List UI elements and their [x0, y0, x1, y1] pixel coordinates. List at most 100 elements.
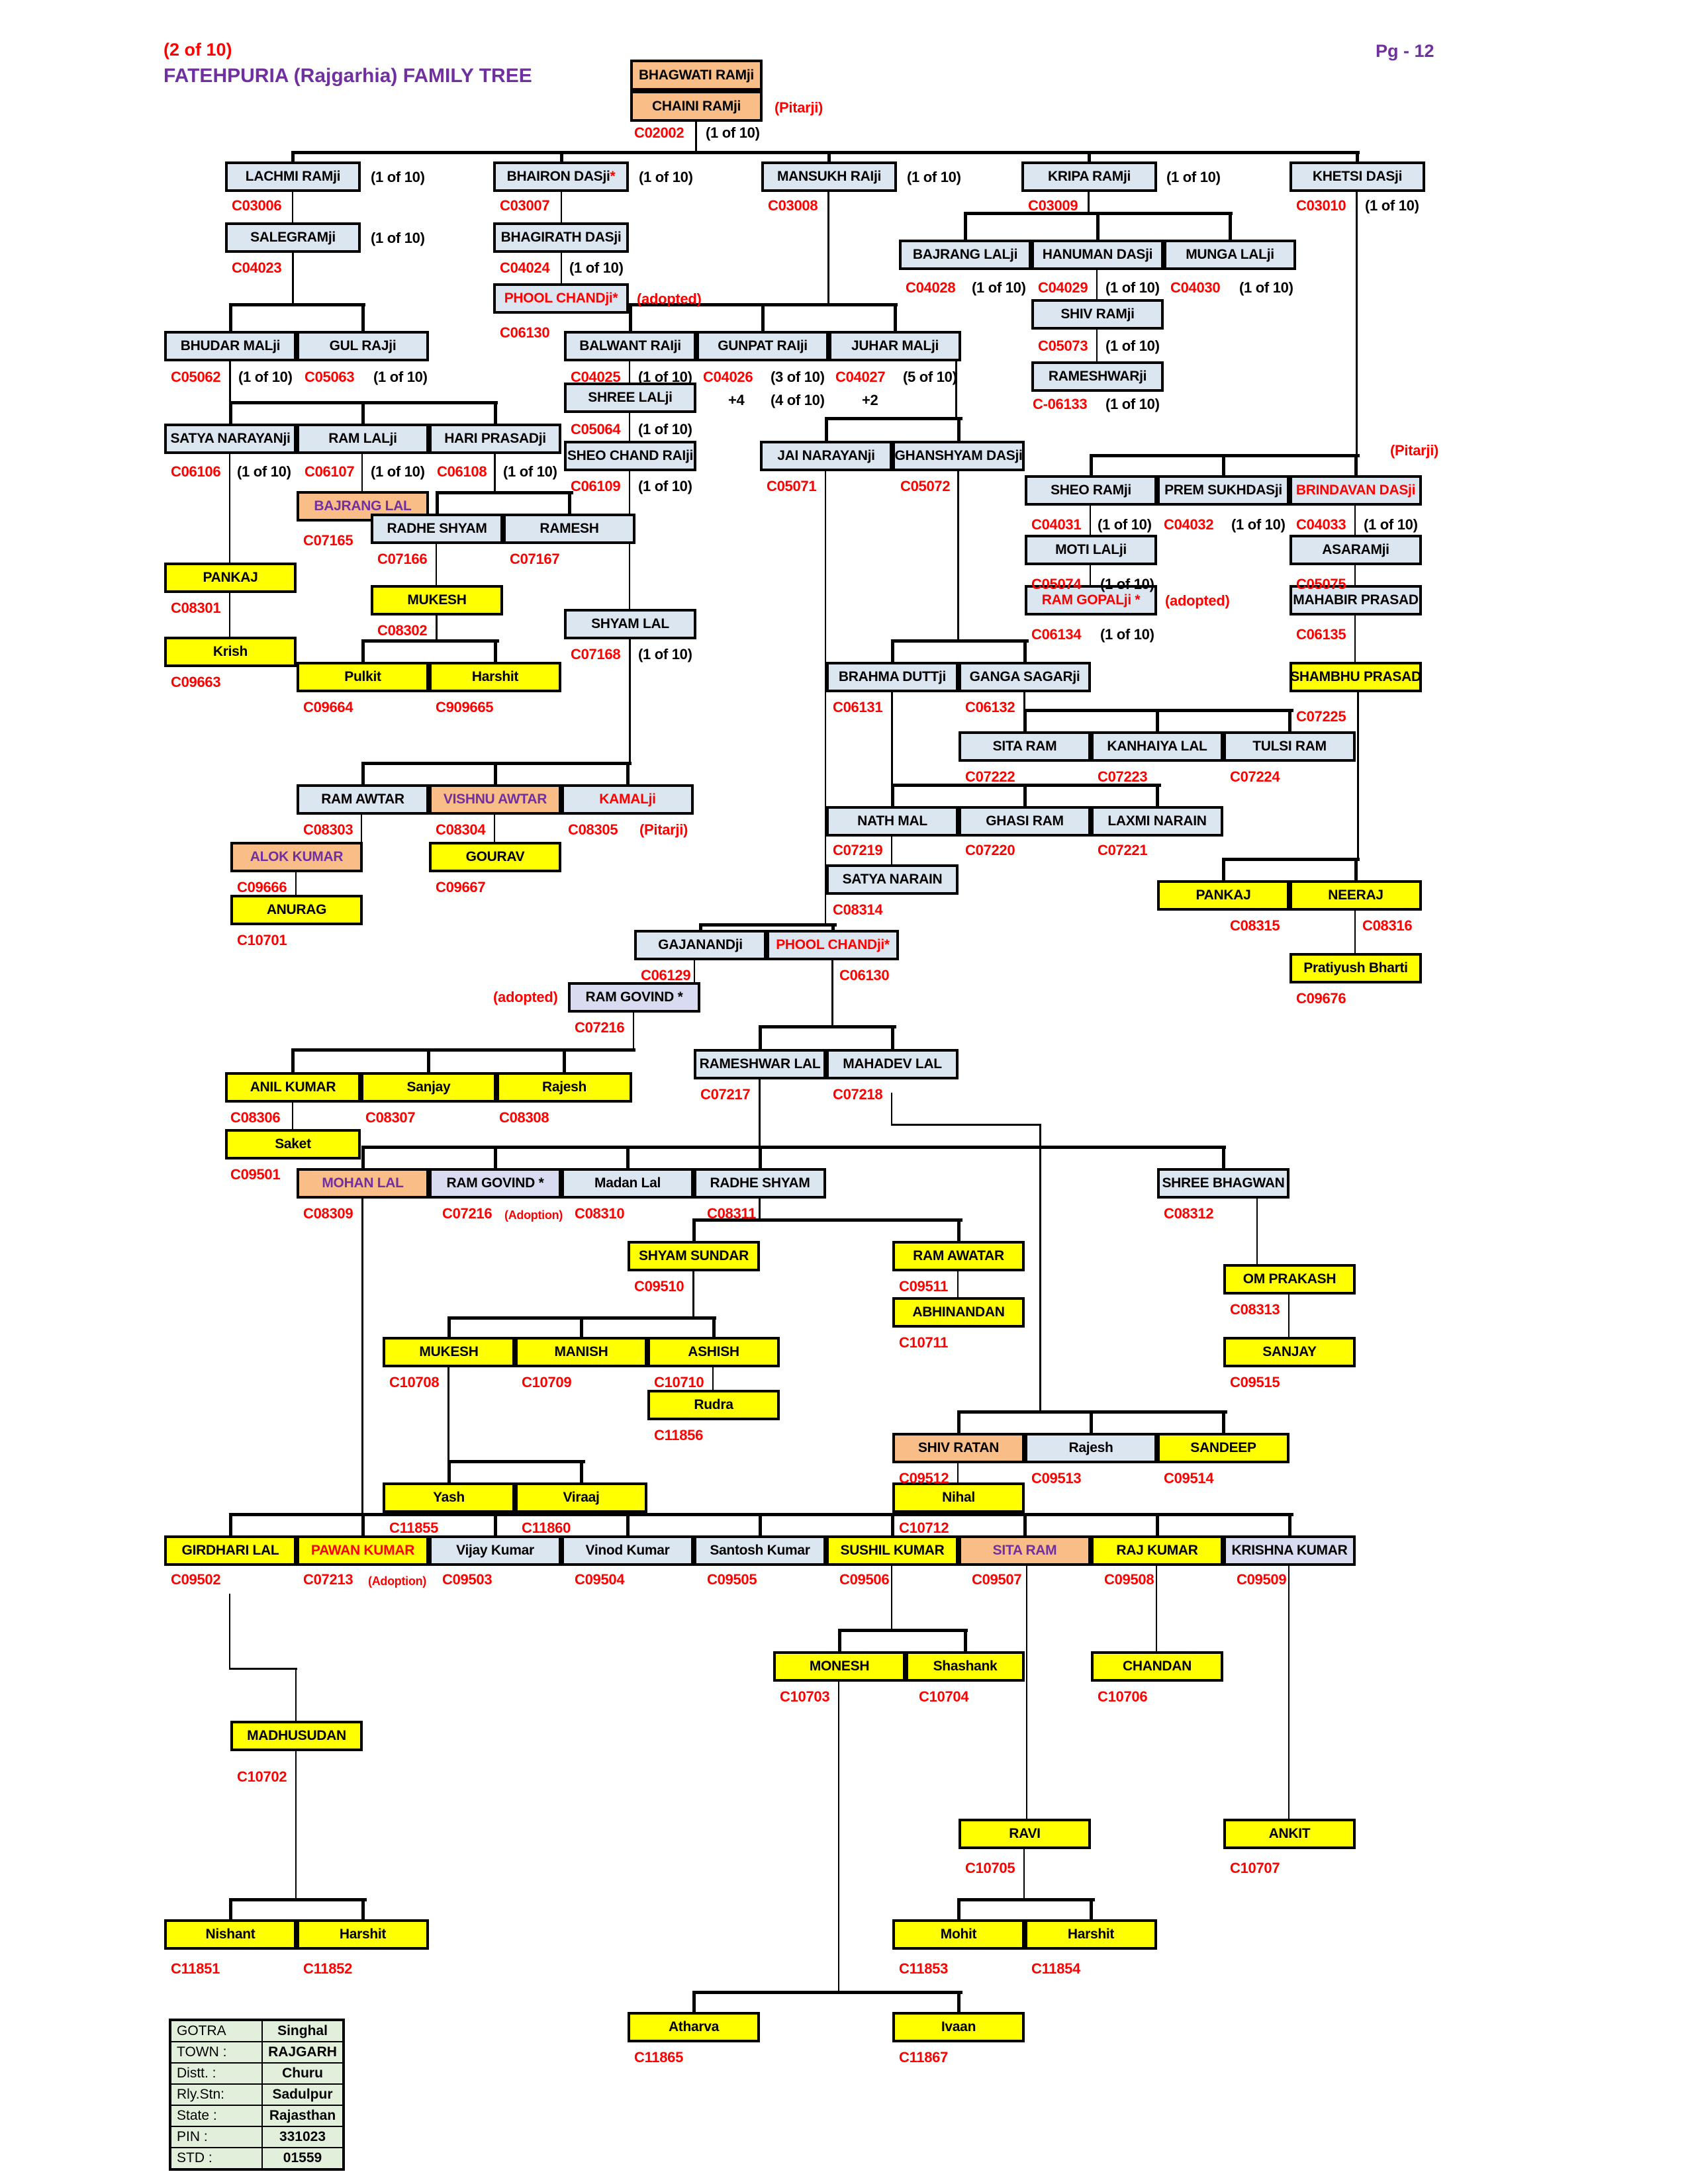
- code-label: C03009: [1028, 197, 1078, 214]
- connector-line: [1354, 911, 1356, 953]
- connector-line: [957, 1271, 959, 1297]
- node-rameshwar-lal: RAMESHWAR LAL: [694, 1049, 826, 1079]
- node-salegramji: SALEGRAMji: [225, 222, 361, 253]
- node-alok-kumar: ALOK KUMAR: [230, 842, 363, 872]
- connector-line: [229, 361, 231, 402]
- connector-line: [229, 303, 232, 331]
- annotation: (1 of 10): [371, 169, 425, 185]
- node-ram-awtar: RAM AWTAR: [297, 784, 429, 815]
- annotation: (4 of 10): [771, 392, 825, 408]
- node-sita-ram: SITA RAM: [959, 731, 1091, 762]
- connector-line: [838, 1682, 839, 1993]
- node-munga-lalji: MUNGA LALji: [1164, 240, 1296, 270]
- connector-line: [1156, 784, 1159, 806]
- connector-line: [494, 639, 497, 662]
- code-label: C11856: [654, 1427, 704, 1443]
- code-label: C05062: [171, 369, 221, 385]
- code-label: C06130: [500, 324, 550, 341]
- connector-line: [229, 303, 365, 306]
- node-phool-chandji: PHOOL CHANDji*: [493, 283, 629, 314]
- node-nishant: Nishant: [164, 1919, 297, 1950]
- connector-line: [629, 361, 630, 383]
- node-girdhari-lal: GIRDHARI LAL: [164, 1535, 297, 1566]
- connector-line: [494, 815, 495, 842]
- code-label: C06132: [965, 699, 1015, 715]
- connector-line: [825, 417, 828, 441]
- code-label: C09509: [1237, 1571, 1287, 1588]
- connector-line: [633, 1013, 634, 1050]
- connector-line: [891, 784, 894, 806]
- code-label: C10703: [780, 1688, 830, 1705]
- code-label: C11855: [389, 1520, 439, 1536]
- connector-line: [699, 923, 702, 930]
- code-label: C07168: [571, 646, 621, 662]
- node-laxmi-narain: LAXMI NARAIN: [1091, 806, 1223, 837]
- connector-line: [761, 303, 765, 331]
- connector-line: [825, 417, 962, 420]
- connector-line: [361, 1146, 1226, 1149]
- code-label: C10706: [1098, 1688, 1148, 1705]
- node-ivaan: Ivaan: [892, 2012, 1025, 2042]
- code-label: C07221: [1098, 842, 1148, 858]
- annotation: (adopted): [1165, 592, 1230, 609]
- connector-line: [229, 1668, 297, 1670]
- connector-line: [692, 1991, 696, 2012]
- code-label: C06106: [171, 463, 221, 480]
- code-label: C08304: [436, 821, 486, 838]
- node-mohit: Mohit: [892, 1919, 1025, 1950]
- node-jai-narayanji: JAI NARAYANji: [760, 441, 892, 471]
- annotation: (1 of 10): [1098, 516, 1152, 533]
- node-ramesh: RAMESH: [503, 514, 635, 544]
- node-mahabir-prasad: MAHABIR PRASAD: [1289, 585, 1422, 615]
- node-rajesh: Rajesh: [496, 1072, 632, 1103]
- connector-line: [1023, 709, 1027, 731]
- connector-line: [494, 454, 496, 492]
- connector-line: [361, 1513, 365, 1535]
- code-label: C05063: [305, 369, 355, 385]
- connector-line: [1354, 506, 1356, 535]
- node-sita-ram: SITA RAM: [959, 1535, 1091, 1566]
- connector-line: [629, 303, 632, 331]
- connector-line: [1090, 454, 1093, 475]
- connector-line: [891, 1566, 892, 1630]
- connector-line: [712, 1316, 716, 1337]
- node-kripa-ramji: KRIPA RAMji: [1021, 161, 1157, 192]
- connector-line: [1222, 1146, 1225, 1168]
- connector-line: [1096, 212, 1100, 240]
- node-sandeep: SANDEEP: [1157, 1433, 1289, 1463]
- code-label: C09514: [1164, 1470, 1214, 1486]
- annotation: (1 of 10): [1166, 169, 1221, 185]
- annotation: (1 of 10): [1365, 197, 1419, 214]
- code-label: C03008: [768, 197, 818, 214]
- connector-line: [1354, 858, 1358, 880]
- code-label: C10708: [389, 1374, 440, 1390]
- connector-line: [692, 1991, 962, 1994]
- connector-line: [964, 212, 967, 240]
- node-mahadev-lal: MAHADEV LAL: [826, 1049, 959, 1079]
- connector-line: [1356, 192, 1358, 455]
- connector-line: [291, 1048, 635, 1052]
- node-mukesh: MUKESH: [383, 1337, 515, 1367]
- connector-line: [361, 639, 365, 662]
- code-label: C11867: [899, 2049, 949, 2066]
- connector-line: [1256, 1199, 1258, 1264]
- code-label: C09505: [707, 1571, 757, 1588]
- node-rudra: Rudra: [647, 1390, 780, 1420]
- connector-line: [361, 401, 365, 424]
- connector-line: [838, 1629, 968, 1632]
- node-shyam-lal: SHYAM LAL: [564, 609, 696, 639]
- connector-line: [626, 1513, 630, 1535]
- node-ram-govind: RAM GOVIND *: [568, 982, 700, 1013]
- code-label: C04032: [1164, 516, 1214, 533]
- node-tulsi-ram: TULSI RAM: [1223, 731, 1356, 762]
- code-label: C07220: [965, 842, 1015, 858]
- info-value: 331023: [261, 2126, 344, 2148]
- code-label: C06130: [839, 967, 890, 983]
- code-label: C04027: [835, 369, 886, 385]
- connector-line: [560, 151, 563, 161]
- code-label: C06131: [833, 699, 883, 715]
- connector-line: [1023, 1849, 1025, 1898]
- connector-line: [580, 1316, 583, 1337]
- node-bhagirath-dasji: BHAGIRATH DASji: [493, 222, 629, 253]
- code-label: C909665: [436, 699, 494, 715]
